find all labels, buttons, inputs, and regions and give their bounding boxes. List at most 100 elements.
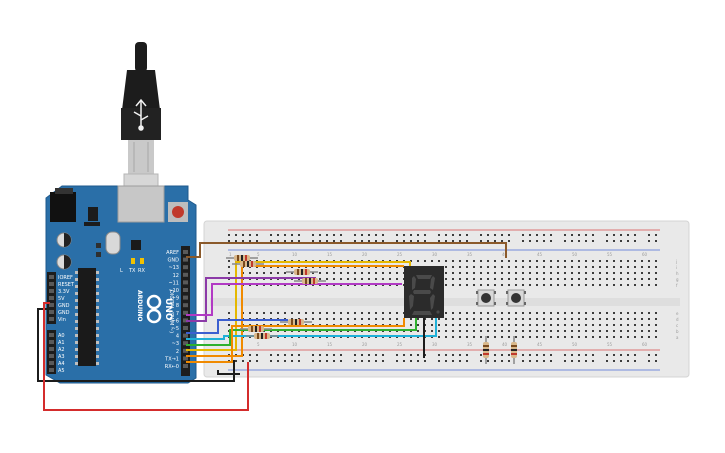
bb-rail-hole[interactable] <box>256 240 258 242</box>
bb-hole[interactable] <box>354 318 356 320</box>
bb-hole[interactable] <box>613 330 615 332</box>
bb-hole[interactable] <box>613 266 615 268</box>
bb-hole[interactable] <box>361 278 363 280</box>
bb-rail-hole[interactable] <box>459 240 461 242</box>
bb-hole[interactable] <box>627 266 629 268</box>
bb-hole[interactable] <box>515 336 517 338</box>
bb-hole[interactable] <box>480 266 482 268</box>
bb-hole[interactable] <box>550 260 552 262</box>
bb-rail-hole[interactable] <box>536 234 538 236</box>
bb-rail-hole[interactable] <box>543 354 545 356</box>
bb-hole[interactable] <box>445 272 447 274</box>
bb-rail-hole[interactable] <box>326 234 328 236</box>
bb-hole[interactable] <box>536 266 538 268</box>
digital-pin[interactable] <box>183 272 188 277</box>
bb-rail-hole[interactable] <box>613 240 615 242</box>
bb-rail-hole[interactable] <box>627 240 629 242</box>
bb-rail-hole[interactable] <box>270 360 272 362</box>
bb-hole[interactable] <box>599 312 601 314</box>
bb-hole[interactable] <box>487 318 489 320</box>
bb-hole[interactable] <box>326 272 328 274</box>
bb-hole[interactable] <box>270 272 272 274</box>
bb-hole[interactable] <box>550 272 552 274</box>
bb-hole[interactable] <box>494 266 496 268</box>
bb-rail-hole[interactable] <box>291 360 293 362</box>
bb-hole[interactable] <box>354 278 356 280</box>
bb-rail-hole[interactable] <box>445 354 447 356</box>
bb-rail-hole[interactable] <box>256 360 258 362</box>
bb-hole[interactable] <box>452 336 454 338</box>
breadboard[interactable]: 1155101015152020252530303535404045455050… <box>203 220 690 378</box>
bb-hole[interactable] <box>557 324 559 326</box>
bb-rail-hole[interactable] <box>319 354 321 356</box>
black-wire-gnd-rail[interactable] <box>217 370 240 375</box>
bb-hole[interactable] <box>627 272 629 274</box>
bb-hole[interactable] <box>592 260 594 262</box>
bb-rail-hole[interactable] <box>417 234 419 236</box>
resistor-6[interactable] <box>240 326 272 332</box>
bb-rail-hole[interactable] <box>585 354 587 356</box>
bb-hole[interactable] <box>256 312 258 314</box>
resistor-9[interactable] <box>511 336 517 364</box>
bb-hole[interactable] <box>655 272 657 274</box>
resistor-8[interactable] <box>483 336 489 364</box>
bb-hole[interactable] <box>592 336 594 338</box>
bb-hole[interactable] <box>599 318 601 320</box>
bb-hole[interactable] <box>655 330 657 332</box>
bb-hole[interactable] <box>438 318 440 320</box>
bb-hole[interactable] <box>452 266 454 268</box>
bb-hole[interactable] <box>648 278 650 280</box>
bb-hole[interactable] <box>249 272 251 274</box>
bb-hole[interactable] <box>592 330 594 332</box>
bb-hole[interactable] <box>655 324 657 326</box>
bb-hole[interactable] <box>494 318 496 320</box>
bb-rail-hole[interactable] <box>487 240 489 242</box>
bb-hole[interactable] <box>319 312 321 314</box>
bb-rail-hole[interactable] <box>256 354 258 356</box>
bb-rail-hole[interactable] <box>536 360 538 362</box>
bb-hole[interactable] <box>445 312 447 314</box>
bb-hole[interactable] <box>599 272 601 274</box>
bb-hole[interactable] <box>508 336 510 338</box>
bb-rail-hole[interactable] <box>445 240 447 242</box>
bb-rail-hole[interactable] <box>368 240 370 242</box>
bb-rail-hole[interactable] <box>522 234 524 236</box>
bb-rail-hole[interactable] <box>543 240 545 242</box>
bb-rail-hole[interactable] <box>550 234 552 236</box>
bb-hole[interactable] <box>571 266 573 268</box>
bb-hole[interactable] <box>501 336 503 338</box>
bb-rail-hole[interactable] <box>403 234 405 236</box>
bb-hole[interactable] <box>494 336 496 338</box>
bb-hole[interactable] <box>466 330 468 332</box>
bb-hole[interactable] <box>277 312 279 314</box>
bb-hole[interactable] <box>438 336 440 338</box>
bb-hole[interactable] <box>613 324 615 326</box>
bb-hole[interactable] <box>613 278 615 280</box>
bb-hole[interactable] <box>529 278 531 280</box>
bb-hole[interactable] <box>578 266 580 268</box>
bb-hole[interactable] <box>578 284 580 286</box>
bb-hole[interactable] <box>501 278 503 280</box>
bb-rail-hole[interactable] <box>333 354 335 356</box>
bb-hole[interactable] <box>522 284 524 286</box>
bb-rail-hole[interactable] <box>501 354 503 356</box>
digital-pin[interactable] <box>183 303 188 308</box>
bb-rail-hole[interactable] <box>606 354 608 356</box>
bb-hole[interactable] <box>249 312 251 314</box>
bb-hole[interactable] <box>389 272 391 274</box>
red-wire-5v[interactable] <box>43 302 249 411</box>
bb-hole[interactable] <box>578 324 580 326</box>
bb-hole[interactable] <box>585 318 587 320</box>
bb-rail-hole[interactable] <box>634 360 636 362</box>
bb-rail-hole[interactable] <box>326 354 328 356</box>
bb-rail-hole[interactable] <box>550 240 552 242</box>
bb-hole[interactable] <box>319 278 321 280</box>
bb-rail-hole[interactable] <box>368 360 370 362</box>
bb-hole[interactable] <box>228 312 230 314</box>
bb-hole[interactable] <box>592 266 594 268</box>
bb-rail-hole[interactable] <box>564 360 566 362</box>
bb-hole[interactable] <box>585 330 587 332</box>
bb-hole[interactable] <box>445 336 447 338</box>
bb-rail-hole[interactable] <box>235 240 237 242</box>
bb-hole[interactable] <box>557 266 559 268</box>
